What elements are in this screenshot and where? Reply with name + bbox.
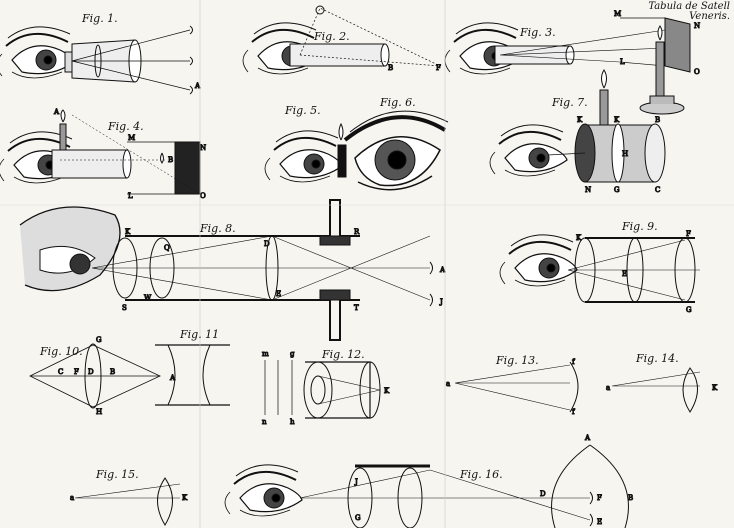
label-letter: L: [620, 58, 625, 66]
label-letter: A: [439, 266, 446, 274]
fig9-drawing: [499, 233, 700, 303]
label-letter: Q: [164, 244, 170, 252]
label-letter: K: [576, 234, 582, 242]
label-letter: O: [694, 68, 700, 76]
label-letter: B: [388, 64, 393, 72]
fig12-drawing: [264, 360, 381, 419]
label-letter: G: [355, 514, 361, 522]
label-letter: O: [200, 192, 206, 200]
fig4-drawing: [0, 109, 201, 195]
fig1-drawing: [0, 25, 193, 95]
label-letter: f: [572, 408, 576, 416]
label-letter: m: [262, 350, 269, 358]
fig5-drawing: [264, 122, 347, 183]
label-letter: R: [354, 228, 360, 236]
fig16-drawing: [224, 444, 629, 528]
label-letter: A: [53, 108, 60, 116]
label-letter: T: [354, 304, 359, 312]
label-letter: J: [439, 298, 443, 306]
label-letter: K: [577, 116, 583, 124]
label-letter: a: [70, 494, 74, 502]
label-letter: D: [540, 490, 546, 498]
label-letter: F: [597, 494, 602, 502]
fig-label: Fig. 5.: [285, 104, 321, 117]
fig-label: Fig. 7.: [552, 96, 588, 109]
plate-title: Tabula de Satell Veneris.: [648, 2, 730, 22]
label-letter: C: [655, 186, 660, 194]
fig-label: Fig. 11: [180, 328, 220, 341]
label-letter: K: [712, 384, 718, 392]
label-letter: A: [194, 82, 201, 90]
label-letter: f: [572, 358, 576, 366]
label-letter: E: [597, 518, 602, 526]
label-letter: a: [606, 384, 610, 392]
fig-label: Fig. 6.: [380, 96, 416, 109]
label-letter: B: [628, 494, 633, 502]
fig-label: Fig. 10.: [40, 345, 83, 358]
fig-label: Fig. 16.: [460, 468, 503, 481]
fig3-drawing: [444, 17, 691, 115]
label-letter: G: [686, 306, 692, 314]
label-letter: N: [200, 144, 206, 152]
label-letter: K: [614, 116, 620, 124]
label-letter: J: [354, 478, 358, 486]
label-letter: F: [686, 230, 691, 238]
fig-label: Fig. 2.: [314, 30, 350, 43]
fig10-drawing: [29, 343, 161, 409]
label-letter: B: [110, 368, 115, 376]
label-letter: a: [446, 380, 450, 388]
fig-label: Fig. 12.: [322, 348, 365, 361]
label-letter: K: [182, 494, 188, 502]
plate-letters: A F B M N O L A M N O B L K K B N G C H …: [53, 10, 719, 527]
fig15-drawing: [74, 477, 181, 526]
label-letter: h: [290, 418, 295, 426]
fig-label: Fig. 4.: [108, 120, 144, 133]
label-letter: G: [614, 186, 620, 194]
label-letter: G: [96, 336, 102, 344]
label-letter: M: [128, 134, 135, 142]
label-letter: E: [622, 270, 627, 278]
label-letter: W: [144, 294, 152, 302]
plate-title-line2: Veneris.: [689, 11, 730, 22]
label-letter: g: [290, 350, 295, 358]
label-letter: K: [384, 387, 390, 395]
label-letter: n: [262, 418, 267, 426]
label-letter: E: [276, 290, 281, 298]
fig13-drawing: [454, 361, 579, 413]
label-letter: B: [655, 116, 660, 124]
label-letter: D: [264, 240, 270, 248]
label-letter: C: [58, 368, 63, 376]
fig-label: Fig. 1.: [82, 12, 118, 25]
label-letter: H: [622, 150, 628, 158]
fig11-drawing: [155, 344, 230, 406]
plate-title-line1: Tabula de Satell: [648, 1, 730, 12]
fig-label: Fig. 14.: [636, 352, 679, 365]
fig14-drawing: [611, 367, 701, 413]
fig2-drawing: [242, 5, 441, 75]
fig7-drawing: [489, 69, 666, 183]
label-letter: N: [694, 22, 700, 30]
label-letter: K: [125, 228, 131, 236]
fig8-drawing: [19, 199, 433, 341]
label-letter: F: [436, 64, 441, 72]
fig-label: Fig. 15.: [96, 468, 139, 481]
label-letter: M: [614, 10, 621, 18]
label-letter: B: [168, 156, 173, 164]
label-letter: L: [128, 192, 133, 200]
label-letter: F: [74, 368, 79, 376]
fig-label: Fig. 3.: [520, 26, 556, 39]
fig6-drawing: [343, 110, 449, 191]
fig-label: Fig. 13.: [496, 354, 539, 367]
label-letter: S: [122, 304, 127, 312]
label-letter: A: [169, 374, 176, 382]
label-letter: N: [585, 186, 591, 194]
label-letter: H: [96, 408, 102, 416]
label-letter: A: [584, 434, 591, 442]
fig-label: Fig. 8.: [200, 222, 236, 235]
label-letter: D: [88, 368, 94, 376]
fig-label: Fig. 9.: [622, 220, 658, 233]
